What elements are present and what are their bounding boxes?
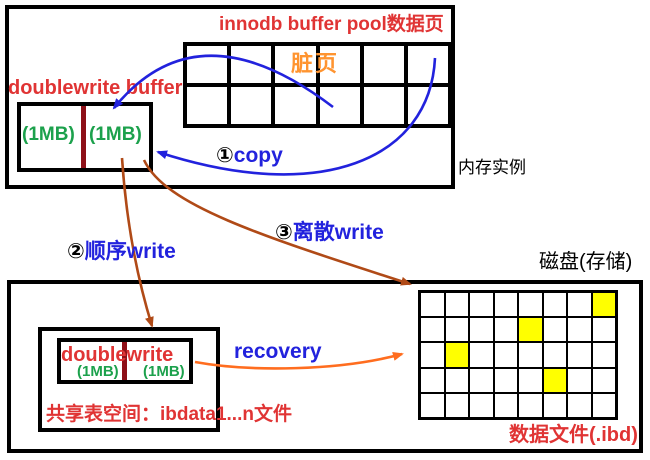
grid-cell — [591, 317, 616, 343]
grid-cell — [444, 367, 469, 393]
grid-cell — [420, 317, 445, 343]
disk-doublewrite-box — [57, 338, 193, 384]
shared-tablespace-caption: 共享表空间：ibdata1...n文件 — [46, 404, 292, 425]
doublewrite-buffer-title: doublewrite buffer — [8, 77, 183, 99]
grid-cell — [493, 292, 518, 318]
grid-cell — [420, 367, 445, 393]
dwb-cell-1mb-right: (1MB) — [89, 124, 142, 145]
copy-arrow-text: copy — [233, 144, 283, 167]
disk-dwb-cell-1mb-right: (1MB) — [143, 363, 185, 380]
scatter-write-label: ③离散write — [275, 221, 384, 244]
grid-cell — [469, 292, 494, 318]
disk-doublewrite-title: doublewrite — [61, 344, 174, 366]
grid-cell — [185, 85, 230, 126]
dirty-page-label: 脏页 — [291, 51, 340, 76]
grid-cell — [567, 317, 592, 343]
doublewrite-buffer-box — [17, 102, 153, 172]
grid-cell — [469, 392, 494, 418]
grid-cell — [444, 292, 469, 318]
copy-arrow-number: ① — [216, 144, 234, 167]
grid-cell — [591, 392, 616, 418]
disk-doublewrite-divider — [122, 342, 127, 380]
data-file-grid — [418, 290, 618, 420]
grid-cell — [542, 292, 567, 318]
grid-cell — [567, 292, 592, 318]
grid-cell — [542, 392, 567, 418]
recovery-label: recovery — [234, 340, 322, 363]
shared-tablespace-box — [38, 327, 220, 432]
grid-cell — [273, 85, 318, 126]
grid-cell — [518, 392, 543, 418]
grid-cell — [591, 342, 616, 368]
grid-cell-highlighted — [591, 292, 616, 318]
data-file-caption: 数据文件(.ibd) — [509, 424, 638, 446]
copy-arrow-label: ①copy — [216, 144, 283, 167]
grid-cell — [493, 392, 518, 418]
disk-label: 磁盘(存储) — [539, 251, 633, 273]
grid-cell — [542, 317, 567, 343]
grid-cell — [229, 85, 274, 126]
grid-cell — [317, 85, 362, 126]
buffer-pool-title: innodb buffer pool数据页 — [219, 14, 444, 35]
memory-instance-label: 内存实例 — [458, 158, 526, 177]
grid-cell — [567, 342, 592, 368]
scatter-write-number: ③ — [275, 221, 293, 244]
grid-cell — [493, 342, 518, 368]
grid-cell — [420, 342, 445, 368]
grid-cell — [469, 342, 494, 368]
doublewrite-divider — [81, 106, 86, 168]
grid-cell-highlighted — [542, 367, 567, 393]
grid-cell — [567, 367, 592, 393]
grid-cell — [420, 292, 445, 318]
grid-cell — [185, 44, 230, 85]
grid-cell — [493, 317, 518, 343]
grid-cell — [405, 44, 450, 85]
grid-cell — [361, 85, 406, 126]
grid-cell — [518, 367, 543, 393]
scatter-write-text: 离散write — [292, 221, 384, 244]
seq-write-text: 顺序write — [84, 240, 176, 263]
dwb-cell-1mb-left: (1MB) — [22, 124, 75, 145]
grid-cell — [493, 367, 518, 393]
seq-write-number: ② — [67, 240, 85, 263]
grid-cell — [518, 292, 543, 318]
grid-cell — [405, 85, 450, 126]
grid-cell — [518, 342, 543, 368]
grid-cell-highlighted — [444, 342, 469, 368]
grid-cell — [469, 317, 494, 343]
disk-dwb-cell-1mb-left: (1MB) — [77, 363, 119, 380]
grid-cell — [361, 44, 406, 85]
grid-cell — [229, 44, 274, 85]
grid-cell-highlighted — [518, 317, 543, 343]
grid-cell — [444, 392, 469, 418]
grid-cell — [420, 392, 445, 418]
grid-cell — [567, 392, 592, 418]
grid-cell — [444, 317, 469, 343]
grid-cell — [469, 367, 494, 393]
seq-write-label: ②顺序write — [67, 240, 176, 263]
grid-cell — [591, 367, 616, 393]
grid-cell — [542, 342, 567, 368]
